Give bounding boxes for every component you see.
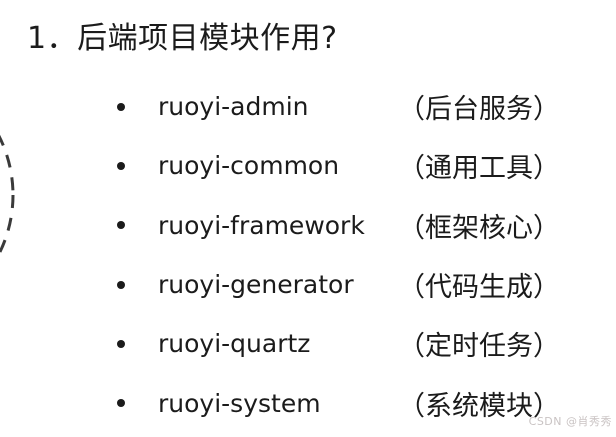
module-description: （框架核心） <box>398 212 560 244</box>
module-name: ruoyi-quartz <box>158 329 311 359</box>
list-item: ruoyi-system （系统模块） <box>0 373 616 432</box>
module-name: ruoyi-framework <box>158 210 365 240</box>
bullet-dot-icon <box>117 221 125 230</box>
watermark-text: CSDN @肖秀秀 <box>528 415 612 428</box>
watermark: CSDN @肖秀秀 <box>529 413 612 429</box>
module-description: （代码生成） <box>398 272 560 304</box>
module-description: （后台服务） <box>398 94 560 126</box>
list-item: ruoyi-admin （后台服务） <box>0 77 616 136</box>
page-title: 1．后端项目模块作用? <box>27 21 338 57</box>
list-item: ruoyi-quartz （定时任务） <box>0 314 616 373</box>
bullet-dot-icon <box>117 339 125 348</box>
bullet-dot-icon <box>117 102 125 111</box>
module-description: （通用工具） <box>398 153 560 185</box>
module-description: （系统模块） <box>398 390 560 422</box>
bullet-dot-icon <box>117 399 125 408</box>
list-item: ruoyi-common （通用工具） <box>0 136 616 195</box>
list-item: ruoyi-framework （框架核心） <box>0 196 616 255</box>
module-name: ruoyi-system <box>158 388 321 418</box>
title-text: 后端项目模块作用? <box>77 21 338 56</box>
bullet-dot-icon <box>117 161 125 170</box>
module-name: ruoyi-generator <box>158 270 354 300</box>
bullet-dot-icon <box>117 280 125 289</box>
list-item: ruoyi-generator （代码生成） <box>0 255 616 314</box>
module-name: ruoyi-admin <box>158 92 309 122</box>
module-name: ruoyi-common <box>158 151 340 181</box>
module-description: （定时任务） <box>398 331 560 363</box>
module-list: ruoyi-admin （后台服务） ruoyi-common （通用工具） r… <box>0 77 616 433</box>
title-number: 1． <box>27 21 78 56</box>
